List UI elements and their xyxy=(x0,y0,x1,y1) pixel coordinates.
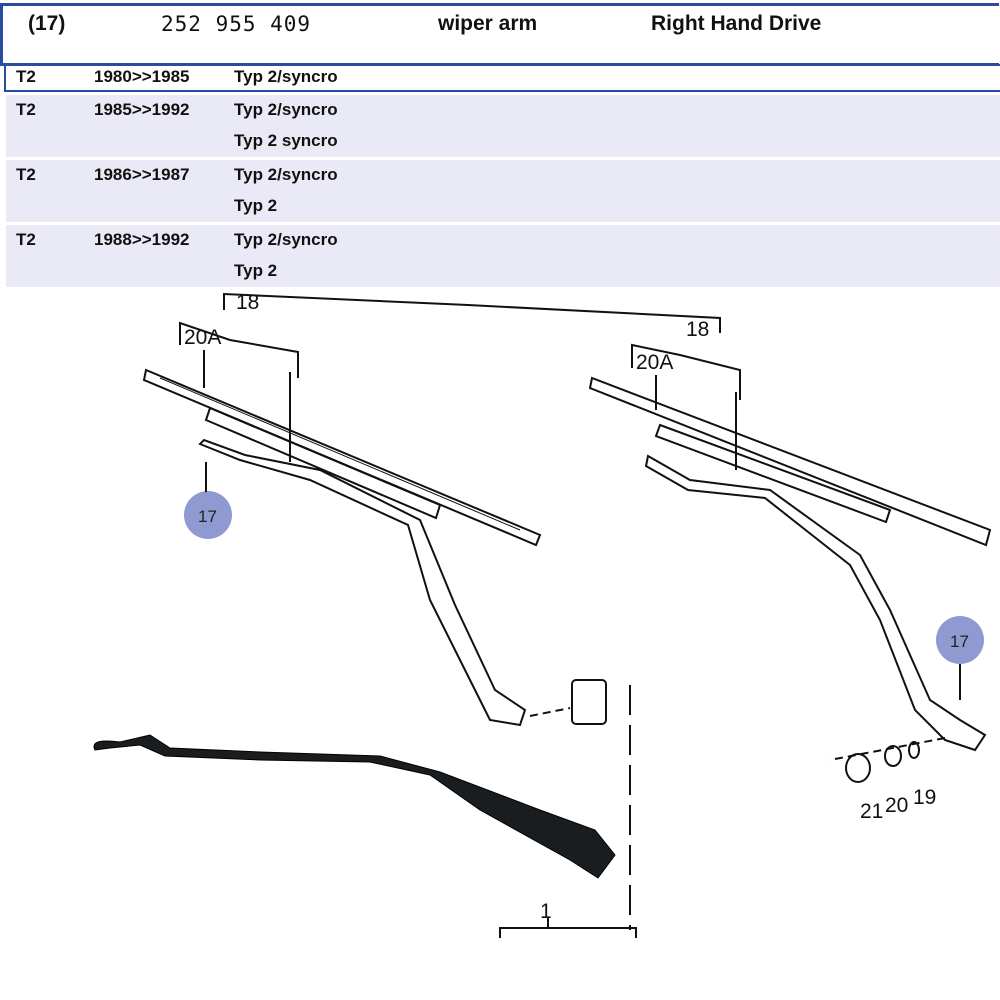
years: 1985>>1992 xyxy=(94,100,190,119)
label-20a-right: 20A xyxy=(636,351,673,374)
part-ref: (17) xyxy=(28,12,66,35)
years: 1986>>1987 xyxy=(94,165,190,184)
label-21: 21 xyxy=(860,800,883,823)
type: Typ 2/syncro xyxy=(234,230,338,249)
table-row: T2 1980>>1985 Typ 2/syncro xyxy=(4,64,1000,92)
part-description: wiper arm xyxy=(438,12,538,35)
model: T2 xyxy=(16,67,36,86)
bracket-line xyxy=(223,292,721,333)
table-row: T2 1985>>1992 Typ 2/syncro Typ 2 syncro xyxy=(6,95,1000,157)
label-20a-left: 20A xyxy=(184,326,221,349)
part-note: Right Hand Drive xyxy=(651,12,822,35)
callout-bubble-right xyxy=(936,616,984,664)
part-header: (17) 252 955 409 wiper arm Right Hand Dr… xyxy=(0,3,999,66)
model: T2 xyxy=(16,230,36,249)
type: Typ 2 syncro xyxy=(234,131,338,150)
table-row: T2 1986>>1987 Typ 2/syncro Typ 2 xyxy=(6,160,1000,222)
left-wiper-assembly xyxy=(142,321,631,930)
years: 1988>>1992 xyxy=(94,230,190,249)
wiper-diagram: 18 20A 18 20A 21 20 19 1 17 17 xyxy=(93,291,992,938)
years: 1980>>1985 xyxy=(94,67,190,86)
right-wiper-assembly xyxy=(588,343,992,783)
type: Typ 2 xyxy=(234,196,278,215)
type: Typ 2/syncro xyxy=(234,165,338,184)
type: Typ 2/syncro xyxy=(234,100,338,119)
wiper-arm-photo xyxy=(93,734,616,879)
model: T2 xyxy=(16,100,36,119)
part-number: 252 955 409 xyxy=(161,12,312,36)
label-19: 19 xyxy=(913,786,936,809)
callout-bubble-left xyxy=(184,491,232,539)
label-1: 1 xyxy=(540,900,552,923)
model: T2 xyxy=(16,165,36,184)
label-20: 20 xyxy=(885,794,908,817)
callout-17-right: 17 xyxy=(950,632,969,651)
table-row: T2 1988>>1992 Typ 2/syncro Typ 2 xyxy=(6,225,1000,287)
type: Typ 2 xyxy=(234,261,278,280)
type: Typ 2/syncro xyxy=(234,67,338,86)
label-18-right: 18 xyxy=(686,318,709,341)
callout-17-left: 17 xyxy=(198,507,217,526)
label-18-left: 18 xyxy=(236,291,259,314)
